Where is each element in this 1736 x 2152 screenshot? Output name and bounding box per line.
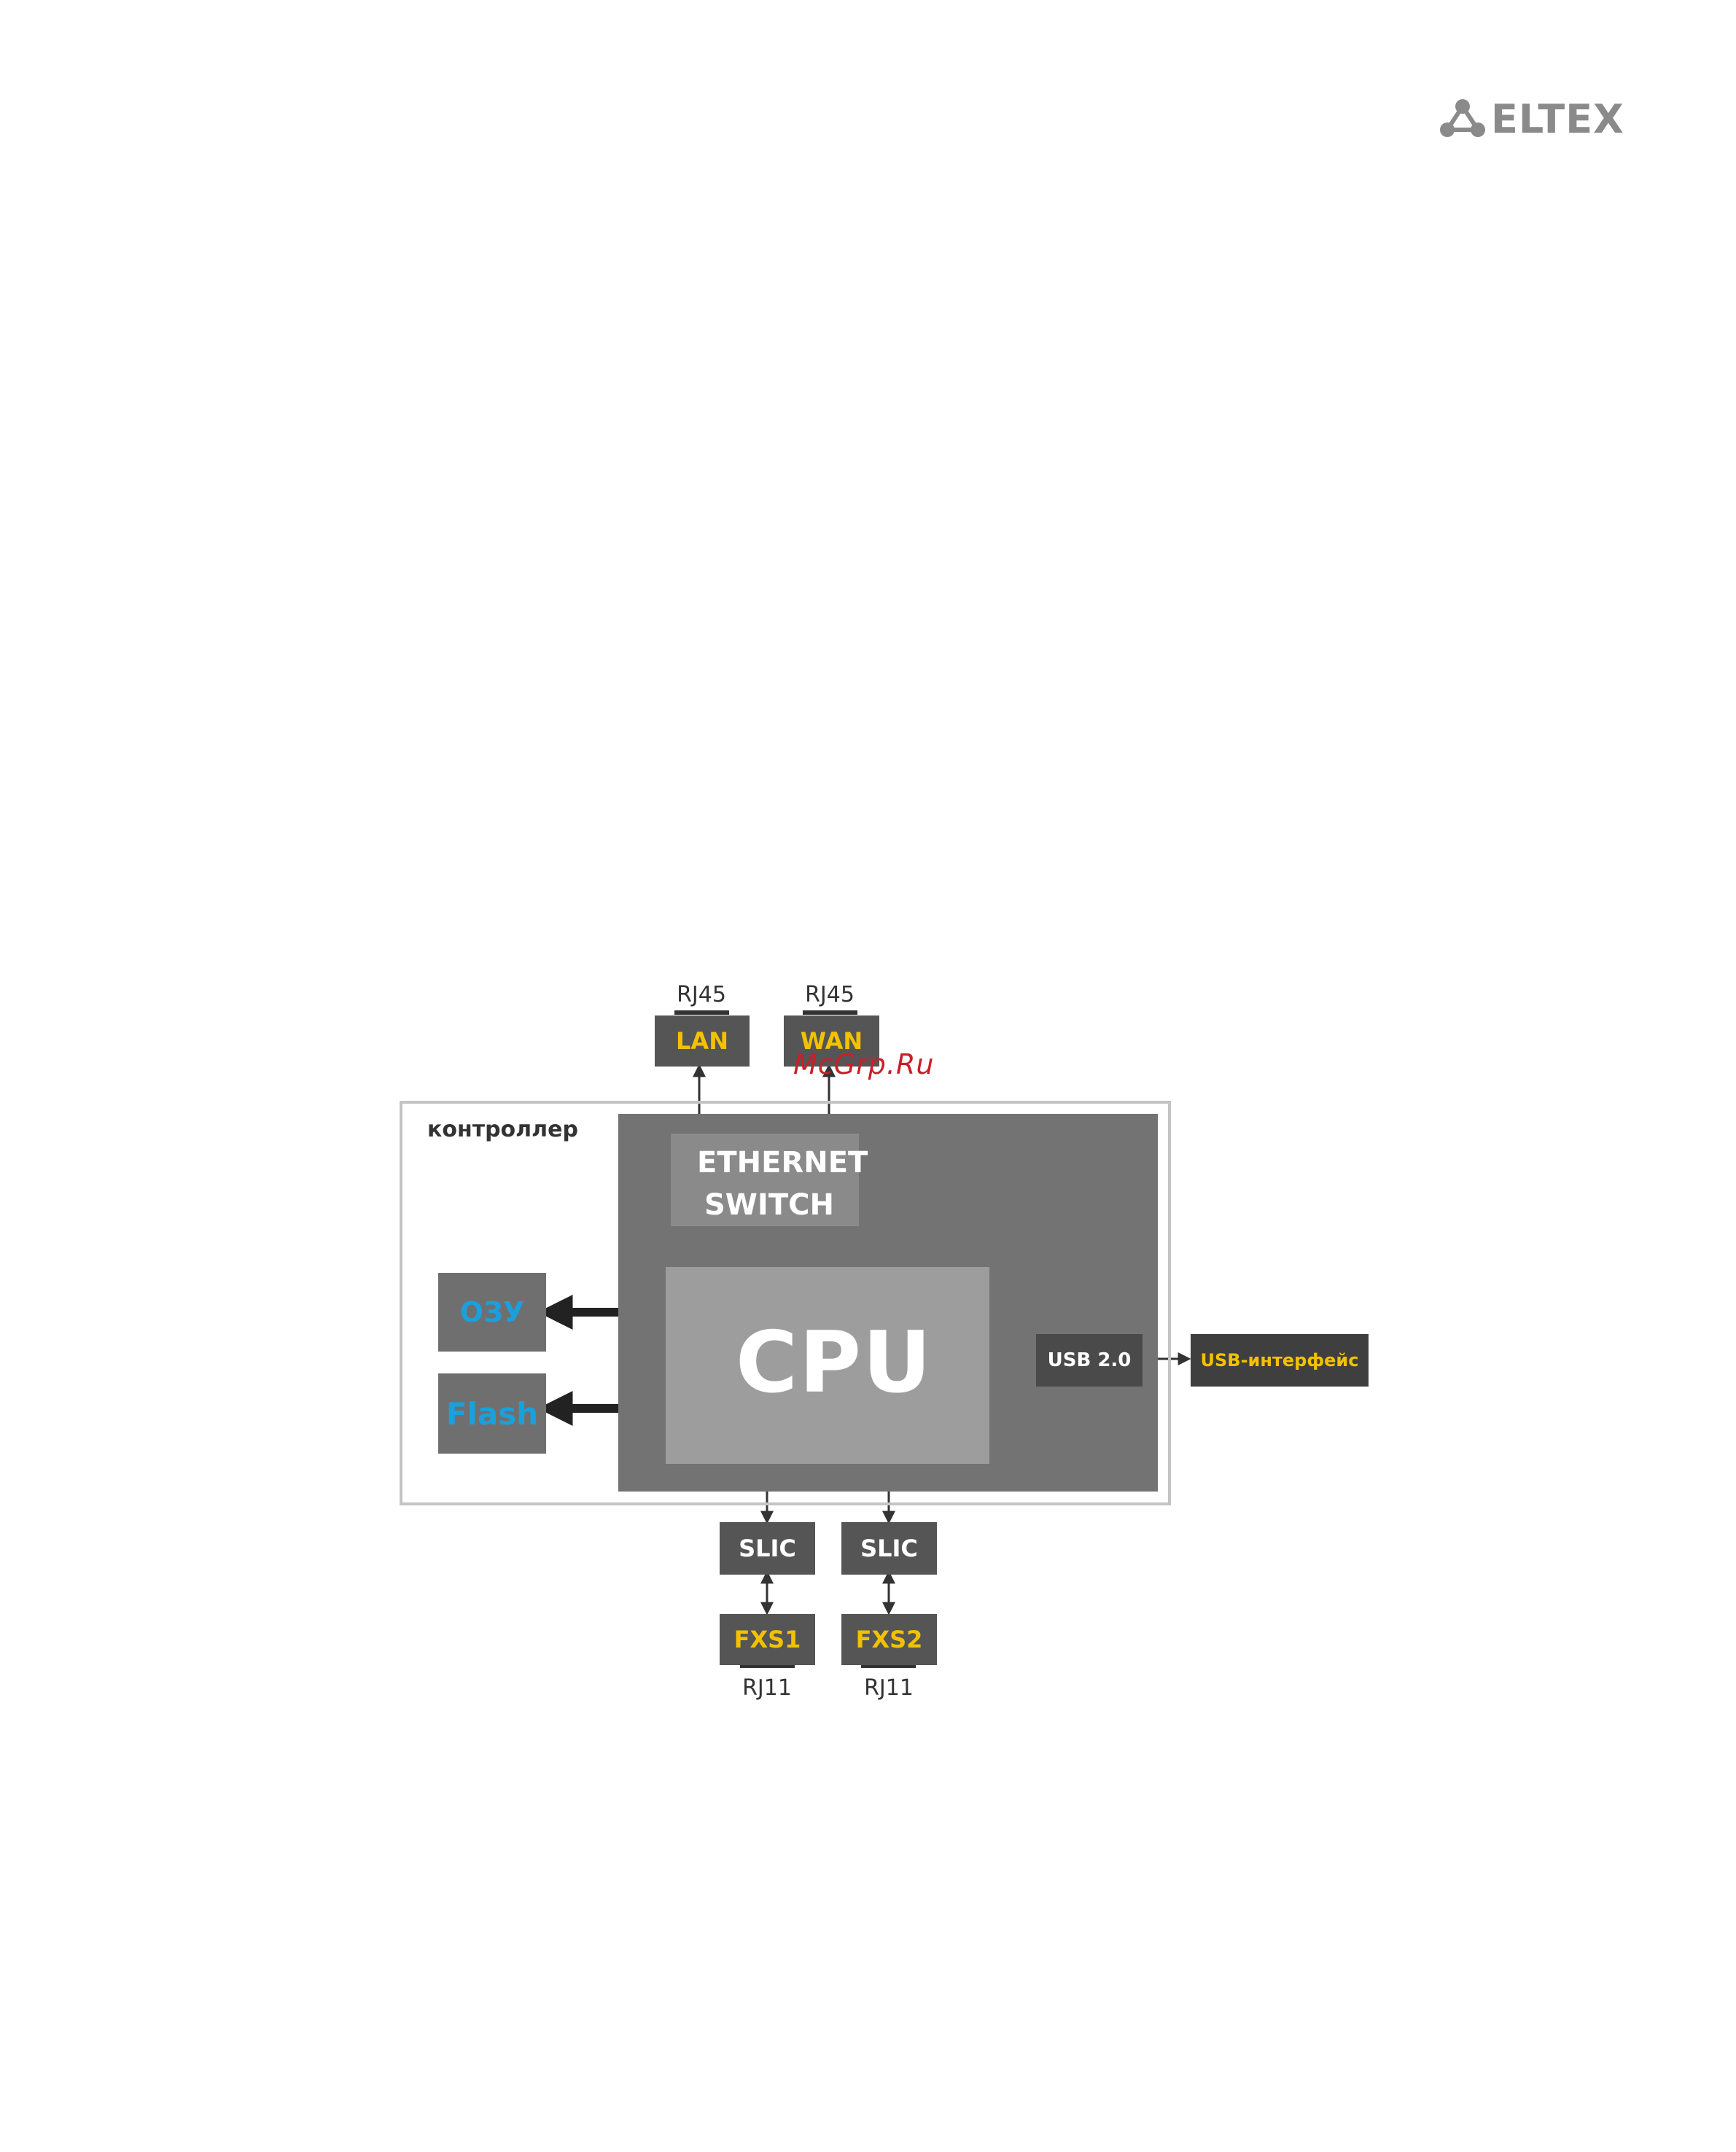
cpu-block: CPU bbox=[666, 1267, 989, 1464]
usb-interface-block: USB-интерфейс bbox=[1191, 1334, 1369, 1387]
lan-port: LAN bbox=[655, 1015, 750, 1067]
lan-connector-label: RJ45 bbox=[669, 982, 734, 1007]
ram-label: ОЗУ bbox=[460, 1296, 525, 1328]
cpu-label: CPU bbox=[736, 1314, 933, 1412]
wan-connector-bar bbox=[803, 1010, 857, 1015]
usb-interface-label: USB-интерфейс bbox=[1201, 1350, 1359, 1371]
usb-chip-block: USB 2.0 bbox=[1036, 1334, 1143, 1387]
fxs1-port-label: FXS1 bbox=[734, 1626, 801, 1653]
ethernet-switch-line2: SWITCH bbox=[704, 1183, 859, 1227]
watermark-text: McGrp.Ru bbox=[793, 1048, 934, 1080]
wan-connector-label: RJ45 bbox=[797, 982, 863, 1007]
usb-chip-label: USB 2.0 bbox=[1048, 1349, 1132, 1371]
slic-block-1: SLIC bbox=[720, 1522, 815, 1575]
slic-block-2: SLIC bbox=[841, 1522, 937, 1575]
flash-block: Flash bbox=[438, 1373, 546, 1454]
flash-label: Flash bbox=[446, 1396, 538, 1432]
fxs2-connector-label: RJ11 bbox=[856, 1675, 922, 1701]
lan-port-label: LAN bbox=[676, 1027, 728, 1055]
ethernet-switch-block: ETHERNET SWITCH bbox=[671, 1134, 859, 1226]
slic-label-1: SLIC bbox=[739, 1535, 796, 1562]
fxs1-connector-label: RJ11 bbox=[734, 1675, 800, 1701]
lan-connector-bar bbox=[674, 1010, 729, 1015]
ram-block: ОЗУ bbox=[438, 1273, 546, 1352]
ethernet-switch-line1: ETHERNET bbox=[697, 1141, 859, 1185]
controller-label: контроллер bbox=[427, 1117, 578, 1142]
fxs2-port: FXS2 bbox=[841, 1614, 937, 1665]
fxs2-port-label: FXS2 bbox=[856, 1626, 923, 1653]
slic-label-2: SLIC bbox=[860, 1535, 918, 1562]
fxs1-port: FXS1 bbox=[720, 1614, 815, 1665]
